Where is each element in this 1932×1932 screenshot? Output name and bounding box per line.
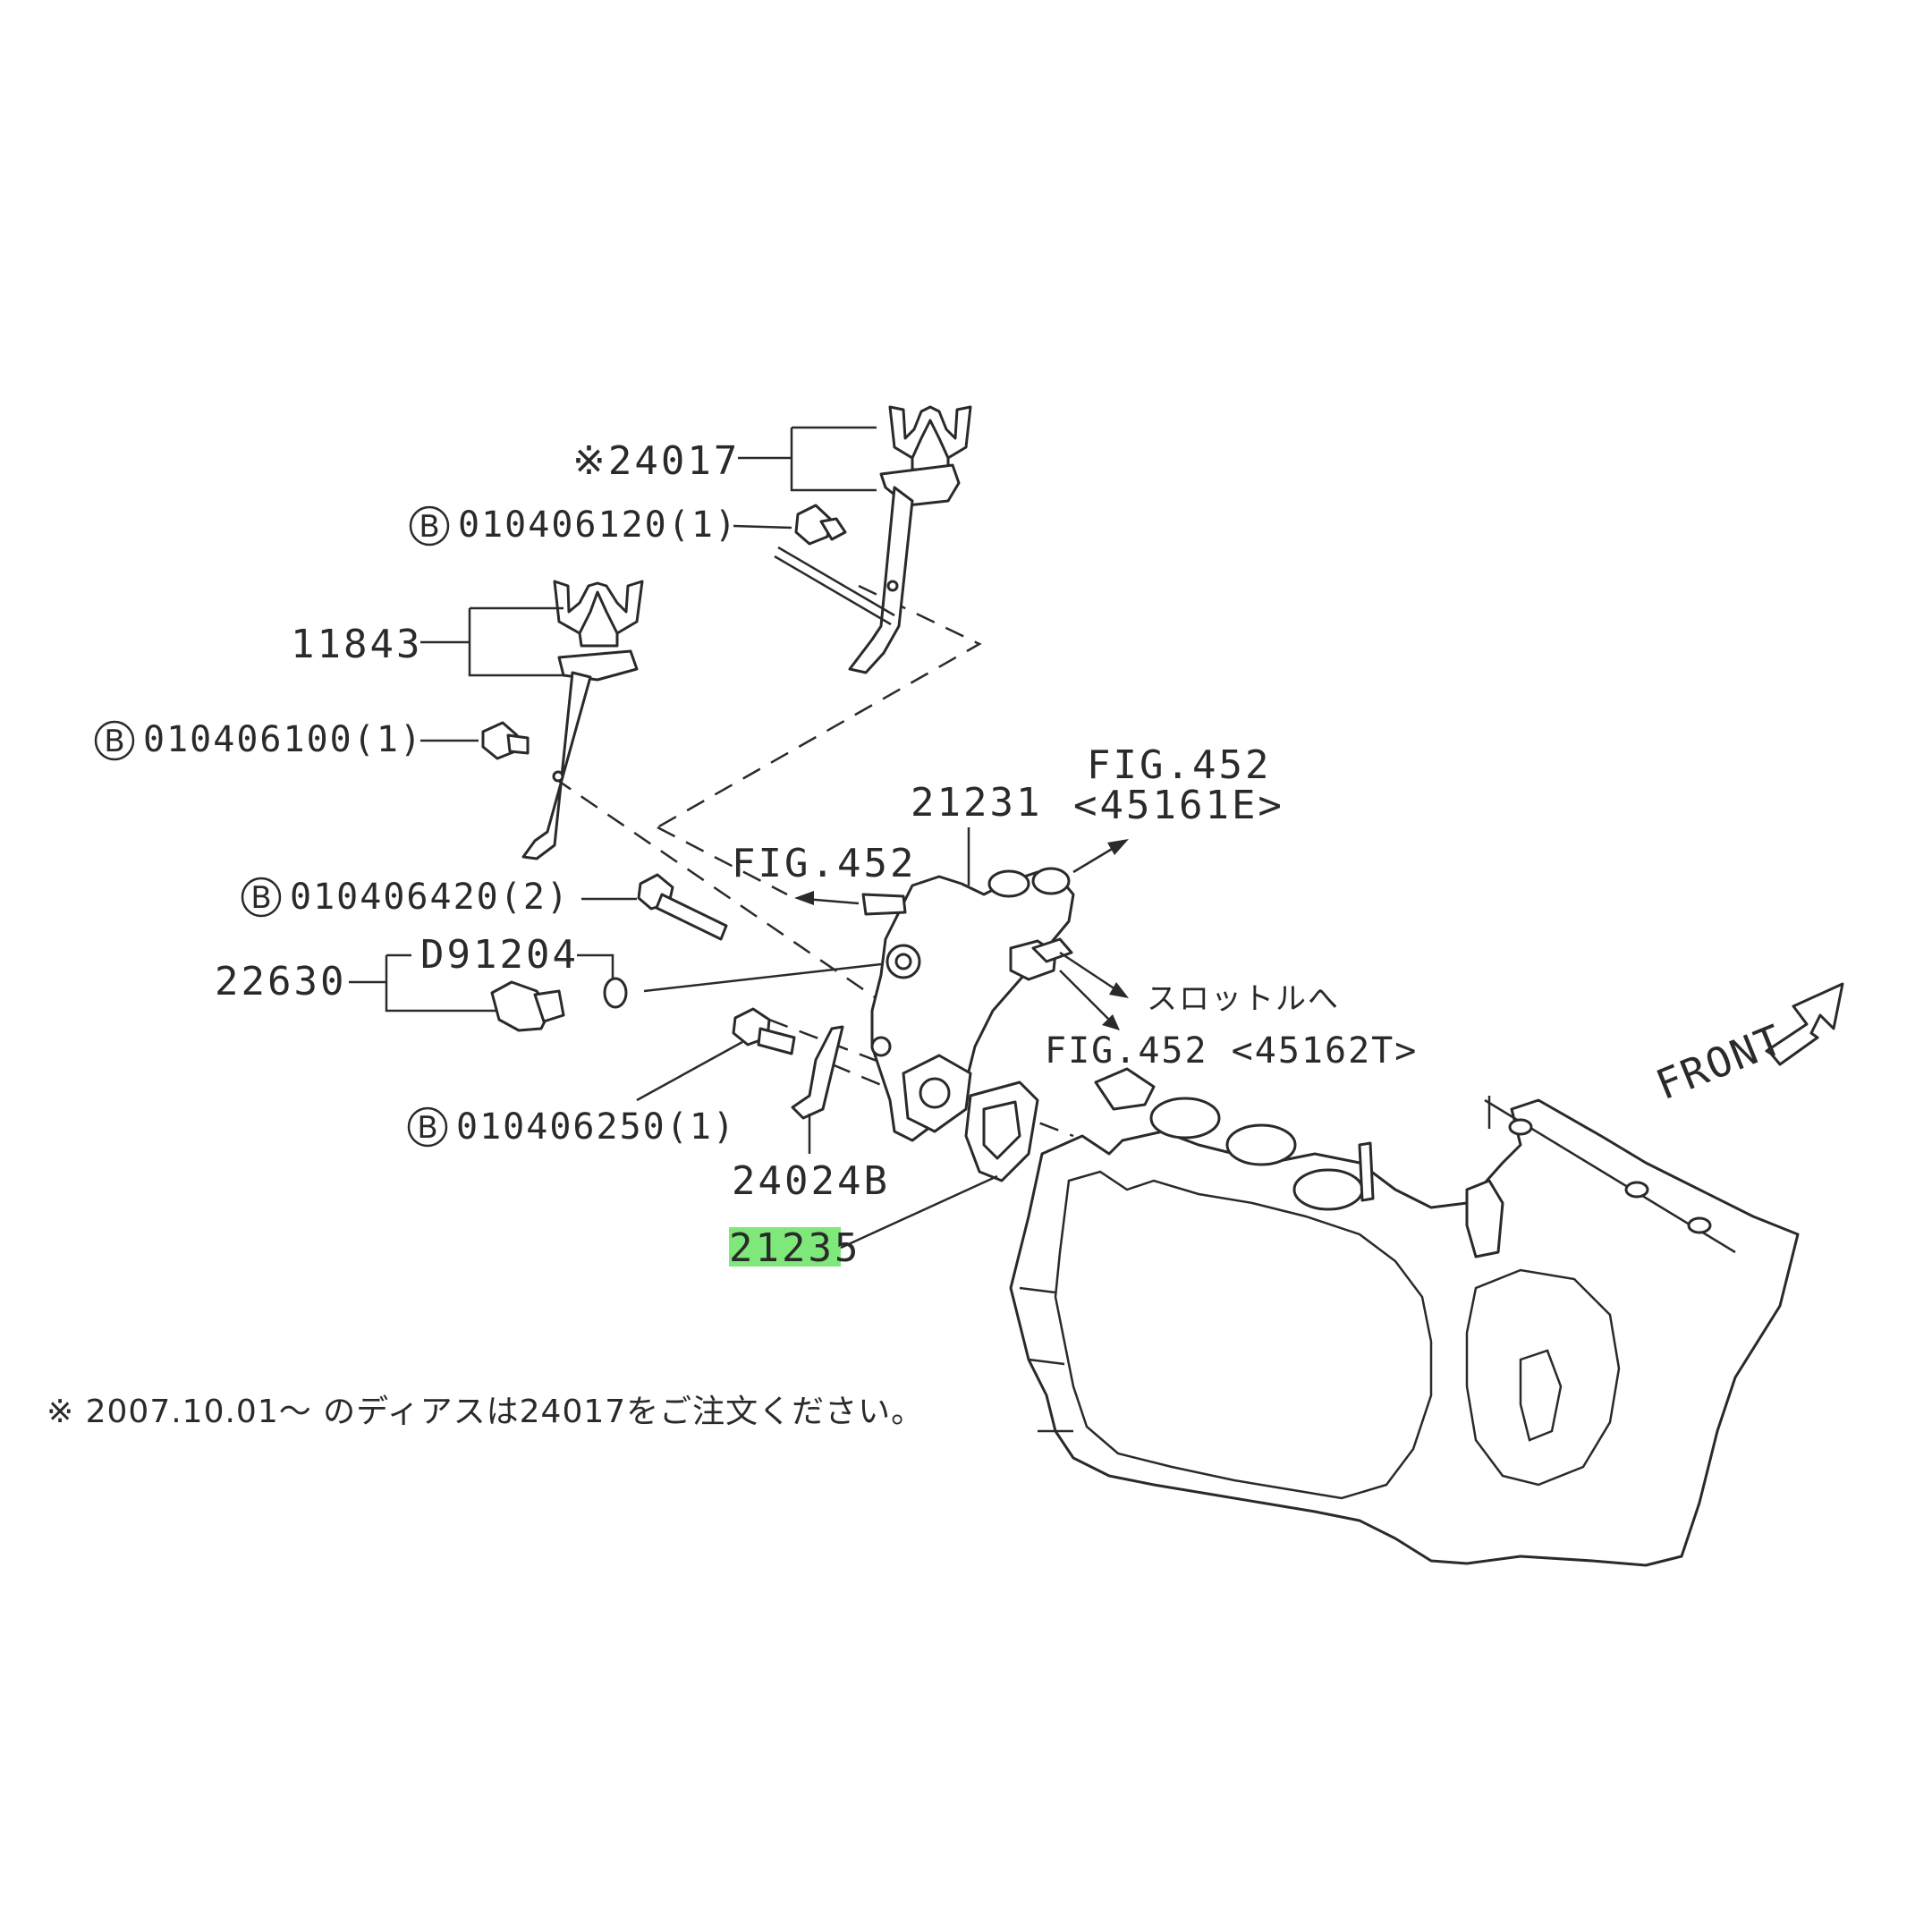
label-010406120: 010406120(1) [458,504,738,546]
label-010406420: 010406420(2) [290,877,570,918]
clip-24017 [774,405,972,674]
engine-block [1009,1067,1800,1567]
svg-text:B: B [417,1110,437,1146]
label-24024b: 24024B [732,1158,890,1204]
label-24017: ※24017 [572,438,740,484]
svg-text:B: B [419,509,439,545]
bracket-24024b [791,1025,844,1120]
label-21231: 21231 [911,780,1042,826]
b-marker-1: B [409,505,450,547]
svg-text:B: B [250,880,271,916]
label-throttle: スロットルへ [1147,981,1340,1017]
label-front: FRONT [1649,1015,1791,1110]
b-marker-3: B [241,877,282,918]
label-22630: 22630 [215,959,346,1004]
highlight-21235 [729,1227,841,1267]
front-arrow-icon [1765,982,1844,1066]
label-010406100: 010406100(1) [143,719,423,760]
bolt-010406420 [637,873,728,941]
label-fig452-a: FIG.452 [1087,742,1271,788]
bolt-010406100 [481,721,530,760]
label-fig452-a-ref: <45161E> [1073,783,1284,828]
b-marker-4: B [407,1106,448,1148]
label-11843: 11843 [291,622,422,667]
bolt-010406120 [794,504,847,546]
sensor-22630 [490,980,565,1032]
footnote: ※ 2007.10.01～ のディアスは24017をご注文ください。 [47,1394,924,1430]
label-21235: 21235 [729,1225,860,1271]
bolt-010406250 [732,1007,796,1055]
label-d91204: D91204 [420,932,579,978]
b-marker-2: B [94,720,135,761]
leader-lines [349,426,998,1250]
housing-21231 [861,867,1075,1142]
washer-d91204 [603,977,628,1009]
label-010406250: 010406250(1) [456,1106,736,1148]
arrows [794,839,1129,1030]
label-fig452-c: FIG.452 <45162T> [1045,1030,1418,1072]
gasket-21235 [964,1080,1039,1182]
label-fig452-b: FIG.452 [732,841,916,886]
clip-11843 [521,580,644,860]
svg-text:B: B [104,724,124,759]
